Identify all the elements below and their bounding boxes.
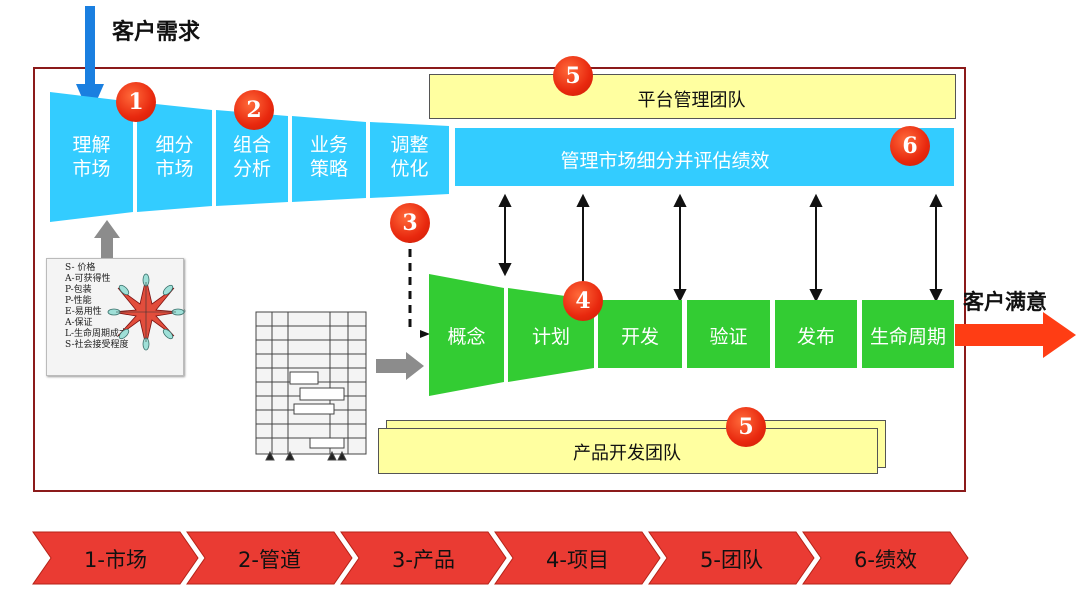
process-step-market: 1-市场: [84, 548, 147, 572]
stage-concept-shape: [429, 274, 504, 396]
stage-launch: [775, 300, 857, 368]
spider-star-overlay: [107, 273, 185, 351]
funnel-step-1-label: 理解市场: [72, 134, 111, 180]
legend-item: P-性能: [65, 296, 92, 306]
grid-right-arrow-icon: [376, 352, 424, 380]
process-step-team: 5-团队: [700, 548, 763, 572]
funnel-step-5-label: 调整优化: [390, 134, 429, 180]
appeals-legend-box: S- 价格 A-可获得性 P-包装 P-性能 E-易用性 A-保证 L-生命周期…: [46, 258, 184, 376]
funnel-step-3-shape: [216, 110, 288, 206]
legend-up-arrow-icon: [94, 220, 120, 258]
legend-item: P-包装: [65, 285, 92, 295]
legend-item: E-易用性: [65, 307, 102, 317]
badge-4: 4: [563, 281, 603, 321]
process-step-performance: 6-绩效: [854, 548, 917, 572]
badge-5-platform: 5: [553, 56, 593, 96]
stage-verify: [687, 300, 770, 368]
process-chevrons: [32, 531, 969, 585]
legend-item: S- 价格: [65, 263, 96, 273]
badge-5-product: 5: [726, 407, 766, 447]
funnel-step-4-shape: [292, 116, 366, 202]
double-arrows: [498, 193, 943, 303]
funnel-step-4-label: 业务策略: [309, 134, 348, 180]
main-frame: [33, 67, 966, 492]
pipeline-grid-icon: [255, 311, 367, 461]
customer-satisfaction-label: 客户满意: [963, 290, 1047, 314]
platform-team-label: 平台管理团队: [637, 90, 746, 111]
product-team-box: [378, 428, 878, 474]
legend-item: L-生命周期成本: [65, 329, 129, 339]
process-step-product: 3-产品: [392, 548, 455, 572]
badge-1: 1: [116, 82, 156, 122]
badge-2: 2: [234, 90, 274, 130]
legend-item: A-保证: [65, 318, 93, 328]
funnel-step-3-label: 组合分析: [232, 134, 271, 180]
process-step-pipeline: 2-管道: [238, 548, 301, 572]
stage-verify-label: 验证: [709, 326, 748, 348]
stage-lifecycle: [862, 300, 954, 368]
funnel-step-5-shape: [370, 122, 449, 198]
funnel-step-1-shape: [50, 92, 133, 222]
market-bar: [455, 128, 954, 186]
stage-develop: [598, 300, 682, 368]
funnel-step-2-label: 细分市场: [155, 134, 194, 180]
stage-plan-label: 计划: [531, 326, 570, 348]
product-team-label: 产品开发团队: [573, 443, 681, 464]
stage-launch-label: 发布: [796, 326, 835, 348]
funnel-step-2-shape: [137, 102, 212, 212]
stage-concept-label: 概念: [447, 326, 486, 348]
dashed-connector-arrow-icon: [420, 330, 430, 338]
process-step-project: 4-项目: [546, 548, 609, 572]
badge-3: 3: [390, 203, 430, 243]
customer-demand-label: 客户需求: [112, 20, 201, 45]
legend-item: S-社会接受程度: [65, 340, 129, 350]
badge-6: 6: [890, 126, 930, 166]
platform-team-box: [429, 74, 956, 119]
appeals-legend-list: S- 价格 A-可获得性 P-包装 P-性能 E-易用性 A-保证 L-生命周期…: [65, 263, 129, 351]
market-bar-label: 管理市场细分并评估绩效: [560, 150, 770, 172]
satisfaction-arrow-icon: [955, 312, 1076, 358]
stage-develop-label: 开发: [620, 326, 659, 348]
legend-item: A-可获得性: [65, 274, 111, 284]
stage-lifecycle-label: 生命周期: [869, 326, 946, 348]
